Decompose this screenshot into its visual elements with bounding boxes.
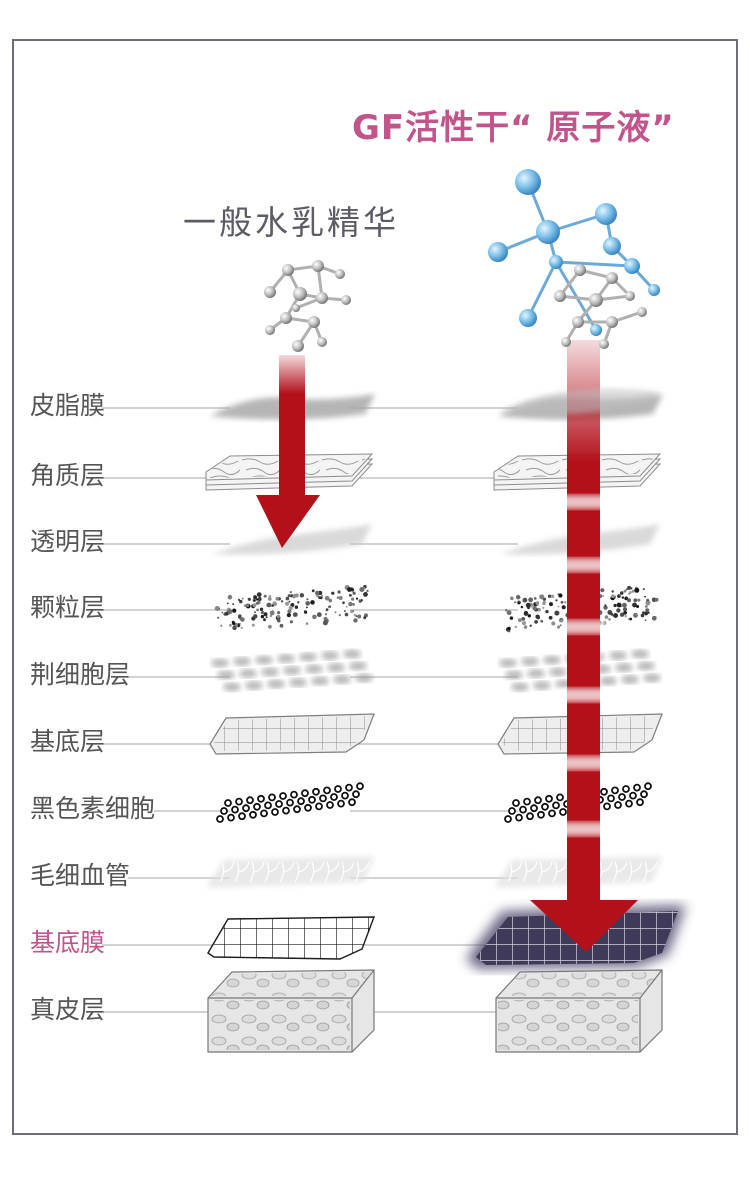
penetration-arrows bbox=[256, 340, 660, 952]
layer-label: 黑色素细胞 bbox=[30, 794, 156, 823]
skin-layer-3 bbox=[214, 585, 369, 631]
layer-label: 透明层 bbox=[30, 527, 106, 556]
skin-layer-6 bbox=[216, 782, 364, 823]
layer-label: 颗粒层 bbox=[30, 593, 106, 622]
skin-layer-8 bbox=[207, 916, 376, 960]
layer-label: 基底层 bbox=[30, 727, 106, 756]
molecule-illustrations bbox=[264, 169, 660, 352]
layer-label: 荆细胞层 bbox=[30, 660, 131, 689]
skin-layer-9 bbox=[207, 969, 375, 1053]
layer-label: 皮脂膜 bbox=[30, 391, 106, 420]
layer-label: 毛细血管 bbox=[30, 861, 131, 890]
right-column-title: GF活性干“ 原子液” bbox=[352, 108, 675, 148]
penetration-arrow-right bbox=[530, 340, 638, 952]
molecule-right-blue-icon bbox=[488, 169, 660, 336]
skin-layer-5 bbox=[209, 713, 375, 755]
molecule-left-icon bbox=[264, 260, 351, 352]
left-column-title: 一般水乳精华 bbox=[183, 203, 399, 242]
layer-guide-lines bbox=[102, 407, 518, 1013]
molecule-right-grey-icon bbox=[554, 264, 647, 349]
skin-layer-7 bbox=[208, 856, 374, 888]
layer-label: 角质层 bbox=[30, 461, 106, 490]
layer-label: 基底膜 bbox=[30, 928, 106, 957]
layer-label: 真皮层 bbox=[30, 995, 106, 1024]
skin-layer-9 bbox=[495, 969, 663, 1053]
penetration-arrow-left bbox=[256, 355, 320, 548]
skin-layer-4 bbox=[211, 649, 373, 692]
skin-layer-2 bbox=[212, 524, 372, 555]
